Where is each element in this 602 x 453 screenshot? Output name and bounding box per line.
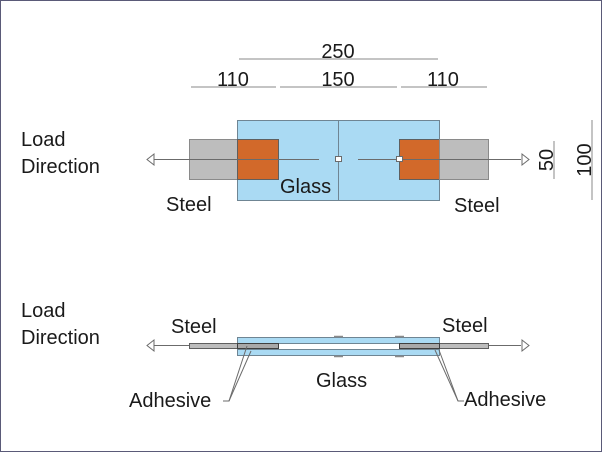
section-load-direction-line1: Load <box>21 300 66 322</box>
dim-label-50: 50 <box>536 149 558 171</box>
section-view: Load Direction Steel Steel Glass Adhesiv… <box>21 300 546 412</box>
arrow-left-icon <box>146 152 155 167</box>
section-steel-label-right: Steel <box>442 315 488 337</box>
dim-label-150: 150 <box>321 69 354 91</box>
arrow-left-icon <box>146 338 155 353</box>
adhesive-layer-left <box>237 343 279 349</box>
dim-label-110-right: 110 <box>427 69 459 91</box>
dim-label-250: 250 <box>321 41 354 63</box>
glass-plate-top <box>237 337 440 344</box>
dim-label-100: 100 <box>574 143 596 176</box>
load-direction-label-line2: Direction <box>21 156 100 178</box>
gauge-marker-right <box>396 156 403 162</box>
gauge-marker-center <box>335 156 342 162</box>
section-adhesive-label-left: Adhesive <box>129 390 211 412</box>
load-direction-label-line1: Load <box>21 129 66 151</box>
section-load-direction-line2: Direction <box>21 327 100 349</box>
adhesive-leader-right-2 <box>438 349 459 402</box>
adhesive-leader-left-2 <box>228 350 252 402</box>
dim-label-110-left: 110 <box>217 69 249 91</box>
section-steel-label-left: Steel <box>171 316 217 338</box>
section-adhesive-label-right: Adhesive <box>464 389 546 411</box>
arrow-right-icon <box>521 152 530 167</box>
top-view: 250 110 150 110 50 100 Load Direction St… <box>21 41 596 217</box>
adhesive-layer-right <box>399 343 440 349</box>
section-glass-label: Glass <box>316 370 367 392</box>
steel-label-left: Steel <box>166 194 212 216</box>
steel-label-right: Steel <box>454 195 500 217</box>
arrow-right-icon <box>521 338 530 353</box>
adhesive-leader-right <box>434 349 464 402</box>
glass-plate-bottom <box>237 349 440 356</box>
glass-label: Glass <box>280 176 331 198</box>
